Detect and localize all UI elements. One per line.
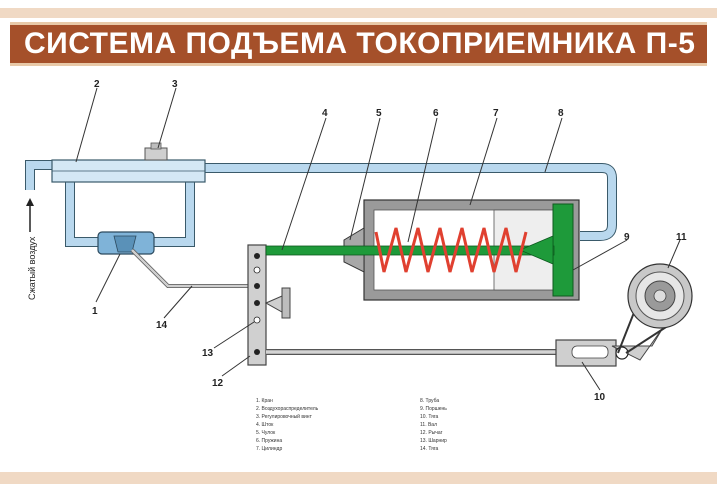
legend-item-6: 6. Пружина [256,438,282,444]
air-pipe [25,160,617,247]
callout-8: 8 [558,108,564,119]
legend-item-13: 13. Шарнир [420,438,447,444]
legend-right: 8. Труба 9. Поршень 10. Тяга 11. Вал 12.… [420,398,447,452]
callout-13: 13 [202,348,214,359]
legend-item-12: 12. Рычаг [420,430,443,436]
legend-left: 1. Кран 2. Воздухораспределитель 3. Регу… [256,398,319,452]
adjusting-screw [144,147,168,161]
callout-14: 14 [156,320,168,331]
legend-item-4: 4. Шток [256,422,274,428]
callout-3: 3 [172,79,178,90]
legend-item-3: 3. Регулировочный винт [256,413,313,420]
frame-bottom [0,472,717,484]
title-bar: СИСТЕМА ПОДЪЕМА ТОКОПРИЕМНИКА П-5 [10,22,707,66]
callout-2: 2 [94,79,100,90]
hinge-13 [264,287,291,319]
callout-9: 9 [624,232,630,243]
valve [97,231,155,255]
spring [374,227,528,273]
callout-5: 5 [376,108,382,119]
callout-7: 7 [493,108,499,119]
frame-top [0,8,717,18]
piston [552,203,574,297]
legend-item-2: 2. Воздухораспределитель [256,406,319,412]
legend-item-9: 9. Поршень [420,406,447,412]
legend-item-14: 14. Тяга [420,446,439,452]
air-inlet: Сжатый воздух [26,198,37,300]
legend-item-11: 11. Вал [420,422,437,428]
callout-10: 10 [594,392,606,403]
crank-10 [555,325,665,367]
callout-12: 12 [212,378,224,389]
shaft-11 [617,263,693,354]
leader-lines [75,87,681,391]
legend-item-5: 5. Чулок [256,430,276,436]
callout-6: 6 [433,108,439,119]
legend-item-8: 8. Труба [420,398,439,404]
callout-11: 11 [676,232,687,243]
page-title: СИСТЕМА ПОДЪЕМА ТОКОПРИЕМНИКА П-5 [24,27,696,60]
lever-12 [247,244,267,366]
legend-item-1: 1. Кран [256,398,273,404]
legend-item-7: 7. Цилиндр [256,446,282,452]
callout-1: 1 [92,306,98,317]
air-label: Сжатый воздух [27,236,37,300]
callout-4: 4 [322,108,328,119]
legend-item-10: 10. Тяга [420,414,439,420]
